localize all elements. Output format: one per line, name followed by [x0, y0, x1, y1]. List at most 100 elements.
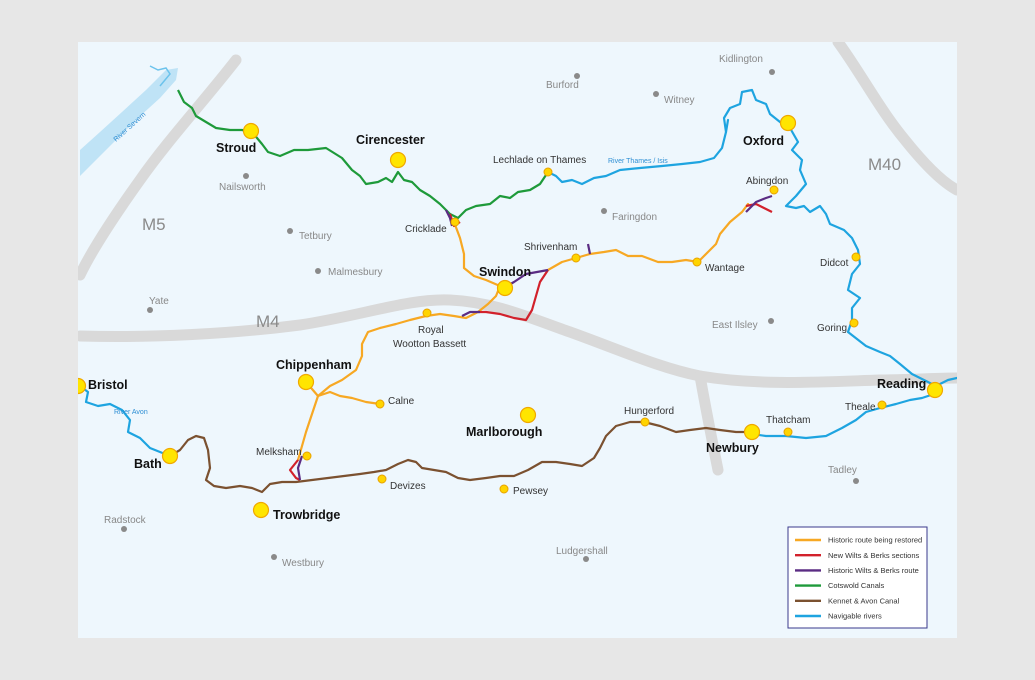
motorway-m5-label: M5 — [142, 215, 166, 234]
town-dot-trowbridge — [252, 501, 270, 519]
town-label-hungerford: Hungerford — [624, 406, 674, 417]
town-dot-stroud — [242, 122, 260, 140]
place-dot-nailsworth — [243, 173, 249, 179]
town-label-calne: Calne — [388, 396, 415, 407]
town-label-melksham: Melksham — [256, 447, 302, 458]
canal-new-swindon — [478, 269, 549, 322]
place-label-yate: Yate — [149, 296, 169, 307]
legend-label: Historic Wilts & Berks route — [828, 566, 919, 575]
legend-label: New Wilts & Berks sections — [828, 551, 920, 560]
town-dot-pewsey — [499, 484, 509, 494]
canal-restored-east — [546, 202, 750, 272]
town-dot-goring — [849, 318, 859, 328]
legend-label: Kennet & Avon Canal — [828, 596, 899, 605]
place-dot-east-ilsley — [768, 318, 774, 324]
town-dot-shrivenham — [571, 253, 581, 263]
place-label-witney: Witney — [664, 95, 695, 106]
place-label-tetbury: Tetbury — [299, 231, 332, 242]
town-label-royal: Royal — [418, 325, 444, 336]
motorway-m4-label: M4 — [256, 312, 280, 331]
place-dot-ludgershall — [583, 556, 589, 562]
town-dot-calne — [375, 399, 385, 409]
town-label-bath: Bath — [134, 457, 162, 471]
legend-label: Navigable rivers — [828, 612, 882, 621]
canal-new-melksham — [288, 459, 301, 481]
town-label-oxford: Oxford — [743, 134, 784, 148]
place-dot-yate — [147, 307, 153, 313]
town-label-reading: Reading — [877, 377, 926, 391]
town-dot-cricklade — [450, 217, 460, 227]
town-dot-lechlade — [543, 167, 553, 177]
town-dot-wootton-bassett — [422, 308, 432, 318]
place-dot-radstock — [121, 526, 127, 532]
town-label-newbury: Newbury — [706, 441, 759, 455]
legend-label: Cotswold Canals — [828, 581, 885, 590]
town-label-didcot: Didcot — [820, 258, 849, 269]
motorway-m40 — [832, 42, 957, 196]
motorway-m40-label: M40 — [868, 155, 901, 174]
place-dot-westbury — [271, 554, 277, 560]
town-label-theale: Theale — [845, 402, 876, 413]
town-label-wootton-bassett: Wootton Bassett — [393, 339, 466, 350]
place-label-kidlington: Kidlington — [719, 54, 763, 65]
place-label-tadley: Tadley — [828, 465, 857, 476]
town-label-chippenham: Chippenham — [276, 358, 352, 372]
town-label-stroud: Stroud — [216, 141, 256, 155]
map-panel: River Severn M5 M4 M40 River Thames / Is… — [78, 42, 957, 638]
town-label-swindon: Swindon — [479, 265, 531, 279]
legend-box — [787, 526, 928, 629]
canal-restored-calne-arm — [316, 390, 382, 406]
canal-historic-wootton — [461, 310, 480, 317]
town-dot-wantage — [692, 257, 702, 267]
town-dot-swindon — [496, 279, 514, 297]
canal-historic-shrivenham — [586, 243, 592, 255]
town-dot-hungerford — [640, 417, 650, 427]
town-label-lechlade: Lechlade on Thames — [493, 155, 586, 166]
river-severn-line — [149, 65, 171, 87]
town-dot-cirencester — [389, 151, 407, 169]
town-label-shrivenham: Shrivenham — [524, 242, 577, 253]
place-dot-burford — [574, 73, 580, 79]
canal-restored-north-wilts — [452, 220, 502, 314]
canal-map: River Severn M5 M4 M40 River Thames / Is… — [78, 42, 957, 629]
town-dot-abingdon — [769, 185, 779, 195]
canal-new-abingdon — [745, 202, 773, 213]
place-label-radstock: Radstock — [104, 515, 147, 526]
legend-label: Historic route being restored — [828, 536, 922, 545]
river-thames-label: River Thames / Isis — [608, 158, 668, 165]
canal-cotswold — [177, 89, 549, 220]
town-label-marlborough: Marlborough — [466, 425, 542, 439]
place-dot-malmesbury — [315, 268, 321, 274]
motorway-m5 — [78, 54, 242, 281]
place-label-malmesbury: Malmesbury — [328, 267, 382, 278]
place-label-faringdon: Faringdon — [612, 212, 657, 223]
town-label-cirencester: Cirencester — [356, 133, 425, 147]
river-avon-label: River Avon — [114, 409, 148, 416]
place-dot-kidlington — [769, 69, 775, 75]
town-dot-bristol — [78, 377, 87, 395]
town-dot-reading — [926, 381, 944, 399]
town-label-bristol: Bristol — [88, 378, 128, 392]
town-dot-devizes — [377, 474, 387, 484]
motorway-a34 — [694, 370, 724, 476]
town-label-devizes: Devizes — [390, 481, 426, 492]
town-label-abingdon: Abingdon — [746, 176, 788, 187]
river-cherwell — [724, 118, 730, 134]
town-dot-oxford — [779, 114, 797, 132]
town-dot-melksham — [302, 451, 312, 461]
place-dot-witney — [653, 91, 659, 97]
motorway-m4 — [78, 294, 957, 388]
place-label-nailsworth: Nailsworth — [219, 182, 266, 193]
river-severn-estuary — [80, 68, 178, 176]
town-dot-marlborough — [519, 406, 537, 424]
town-label-thatcham: Thatcham — [766, 415, 810, 426]
town-dot-bath — [161, 447, 179, 465]
river-avon — [78, 384, 172, 458]
town-dot-theale — [877, 400, 887, 410]
town-dot-thatcham — [783, 427, 793, 437]
town-label-cricklade: Cricklade — [405, 224, 447, 235]
place-dot-faringdon — [601, 208, 607, 214]
place-dot-tetbury — [287, 228, 293, 234]
town-dot-didcot — [851, 252, 861, 262]
